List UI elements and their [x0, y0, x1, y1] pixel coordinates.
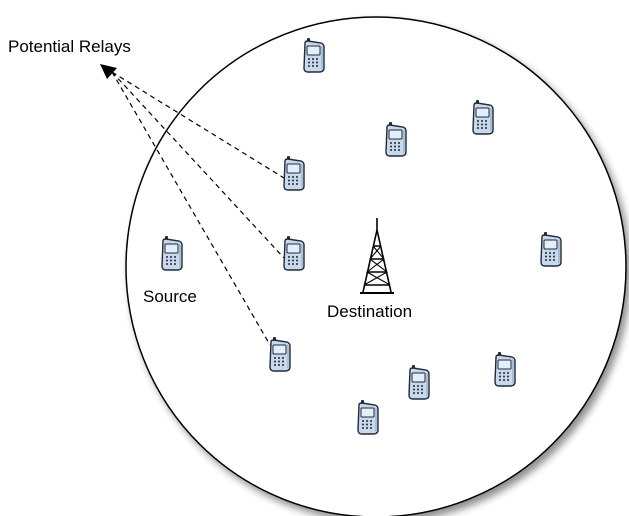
mobile-phone-icon — [472, 100, 494, 135]
mobile-phone-icon — [269, 337, 291, 372]
mobile-phone-icon — [161, 236, 183, 271]
mobile-phone-icon — [357, 400, 379, 435]
potential-relays-label: Potential Relays — [8, 37, 131, 56]
cell-tower-icon — [360, 218, 394, 294]
destination-label: Destination — [327, 302, 413, 321]
mobile-phone-icon — [408, 365, 430, 400]
mobile-phone-icon — [303, 38, 325, 73]
relay-links — [111, 71, 285, 346]
arrowhead-icon — [100, 64, 117, 79]
mobile-phone-icon — [494, 352, 516, 387]
relay-link-1 — [111, 71, 285, 179]
mobile-phone-icon — [385, 122, 407, 157]
relay-link-2 — [111, 71, 285, 259]
mobile-phone-icon — [283, 236, 305, 271]
source-label: Source — [143, 287, 197, 306]
relay-link-3 — [111, 71, 271, 346]
mobile-phone-icon — [283, 156, 305, 191]
coverage-circle — [125, 16, 627, 516]
mobile-phone-icon — [540, 232, 562, 267]
